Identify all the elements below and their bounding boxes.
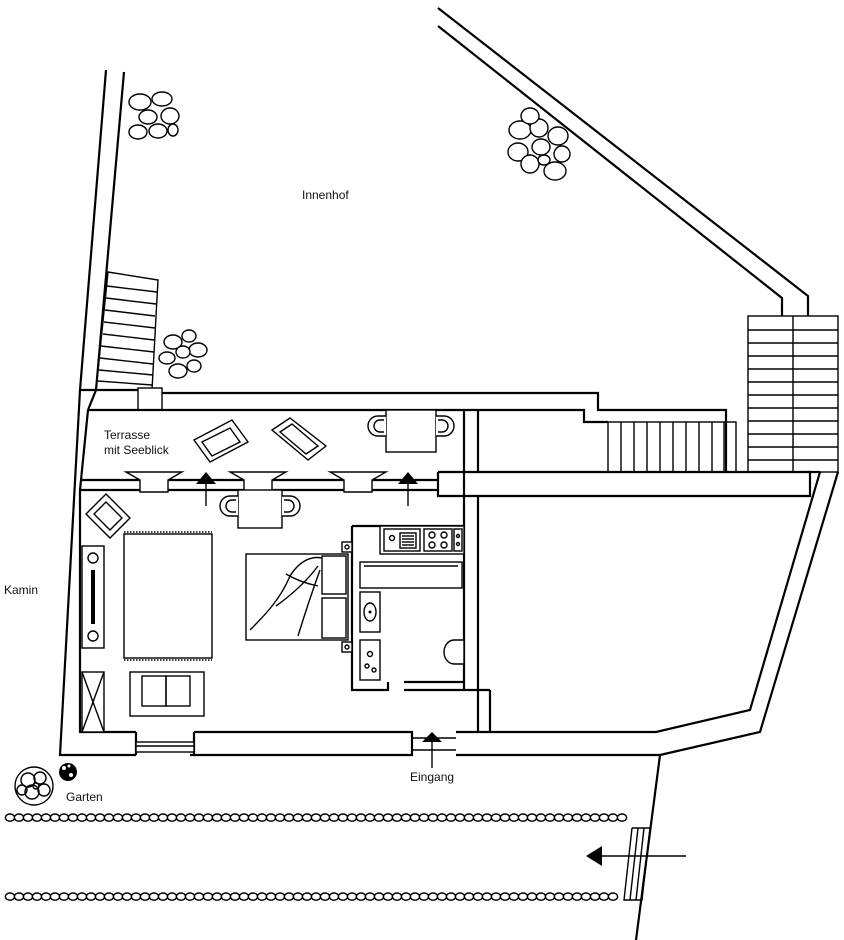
fireplace-label: Kamin [4, 583, 39, 597]
stone-cluster-top-right [507, 107, 571, 181]
courtyard-label: Innenhof [302, 188, 349, 202]
arrow-left-icon [586, 846, 686, 866]
bed [245, 541, 353, 653]
arrow-up-icon [398, 472, 418, 506]
courtyard-walls [78, 7, 810, 391]
terrace-walls [78, 388, 728, 491]
deck-chair-right [270, 417, 328, 461]
arrow-up-icon [196, 472, 216, 506]
garden-label: Garten [66, 790, 103, 804]
pebble-path-upper [4, 813, 628, 822]
stone-cluster-middle [158, 329, 208, 379]
building-walls [58, 389, 840, 940]
kitchenette [379, 525, 465, 555]
garden-gate [623, 827, 651, 901]
sofa [129, 671, 205, 717]
dining-table [219, 489, 301, 529]
garden-bush [14, 763, 77, 806]
armchair [85, 493, 131, 539]
entrance-label: Eingang [410, 770, 455, 784]
arrow-up-icon [422, 732, 442, 768]
terrace-table [367, 409, 455, 453]
fireplace [81, 545, 105, 649]
rug [123, 531, 213, 661]
pebble-path-lower [4, 892, 619, 901]
stair-left [95, 271, 163, 411]
bathroom [359, 561, 465, 681]
deck-chair-left [192, 419, 250, 463]
terrace-sublabel: mit Seeblick [104, 443, 169, 457]
stone-cluster-top-left [128, 91, 180, 140]
cabinet [81, 671, 105, 733]
terrace-label: Terrasse [104, 428, 151, 442]
stair-right [747, 315, 839, 473]
stair-terrace [607, 421, 737, 473]
